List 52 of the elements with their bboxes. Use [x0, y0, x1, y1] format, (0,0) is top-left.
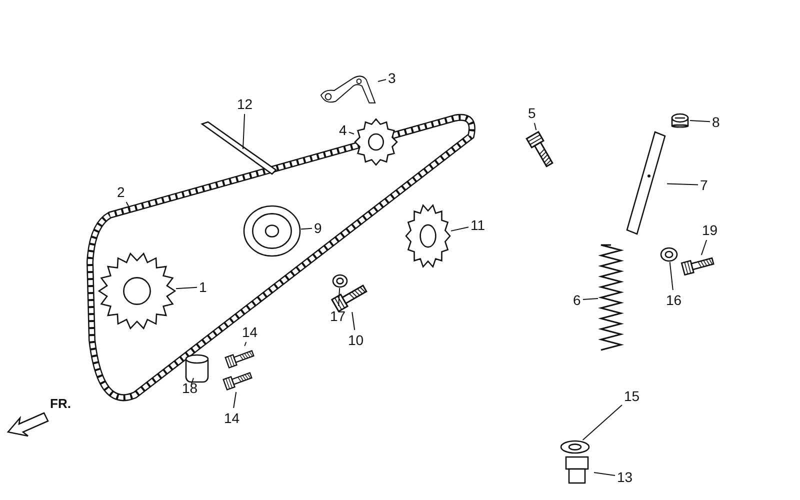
leader-line: [352, 312, 356, 330]
spring-drawing: [598, 245, 624, 350]
sprocket-drawing: [98, 252, 176, 330]
callout-number: 13: [617, 469, 633, 485]
leader-line: [233, 392, 237, 408]
leader-line: [300, 228, 312, 230]
callout-number: 1: [199, 279, 207, 295]
shaft-drawing: [200, 120, 278, 176]
cap-drawing: [670, 112, 690, 128]
leader-line: [378, 79, 386, 82]
leader-line: [669, 262, 674, 290]
leader-line: [244, 342, 247, 346]
leader-line: [176, 286, 198, 290]
washer-drawing: [660, 247, 678, 262]
leader-line: [126, 202, 130, 210]
leader-line: [338, 288, 340, 306]
callout-number: 15: [624, 388, 640, 404]
callout-number: 9: [314, 220, 322, 236]
bolt-drawing: [330, 282, 370, 312]
leader-line: [534, 122, 537, 130]
direction-label: FR.: [50, 396, 71, 412]
callout-number: 14: [242, 324, 258, 340]
callout-number: 8: [712, 114, 720, 130]
callout-number: 17: [330, 308, 346, 324]
washer-drawing: [560, 440, 590, 454]
callout-number: 18: [182, 380, 198, 396]
callout-number: 4: [339, 122, 347, 138]
leader-line: [242, 114, 246, 150]
leader-line: [348, 132, 354, 134]
leader-line: [690, 120, 710, 122]
leader-line: [450, 226, 469, 232]
callout-number: 19: [702, 222, 718, 238]
leader-line: [666, 183, 698, 186]
leader-line: [582, 404, 622, 440]
leader-line: [594, 472, 616, 476]
tube-drawing: [625, 130, 667, 236]
washer-drawing: [332, 274, 348, 288]
callout-number: 10: [348, 332, 364, 348]
callout-number: 2: [117, 184, 125, 200]
callout-number: 16: [666, 292, 682, 308]
callout-number: 12: [237, 96, 253, 112]
leader-line: [190, 378, 194, 384]
callout-number: 6: [573, 292, 581, 308]
callout-number: 11: [470, 217, 486, 233]
callout-number: 5: [528, 105, 536, 121]
leader-line: [700, 240, 708, 256]
sprocket-drawing: [405, 203, 451, 269]
callout-number: 3: [388, 70, 396, 86]
callout-number: 14: [224, 410, 240, 426]
bolt-drawing: [680, 255, 716, 275]
leader-line: [582, 298, 598, 300]
callout-number: 7: [700, 177, 708, 193]
